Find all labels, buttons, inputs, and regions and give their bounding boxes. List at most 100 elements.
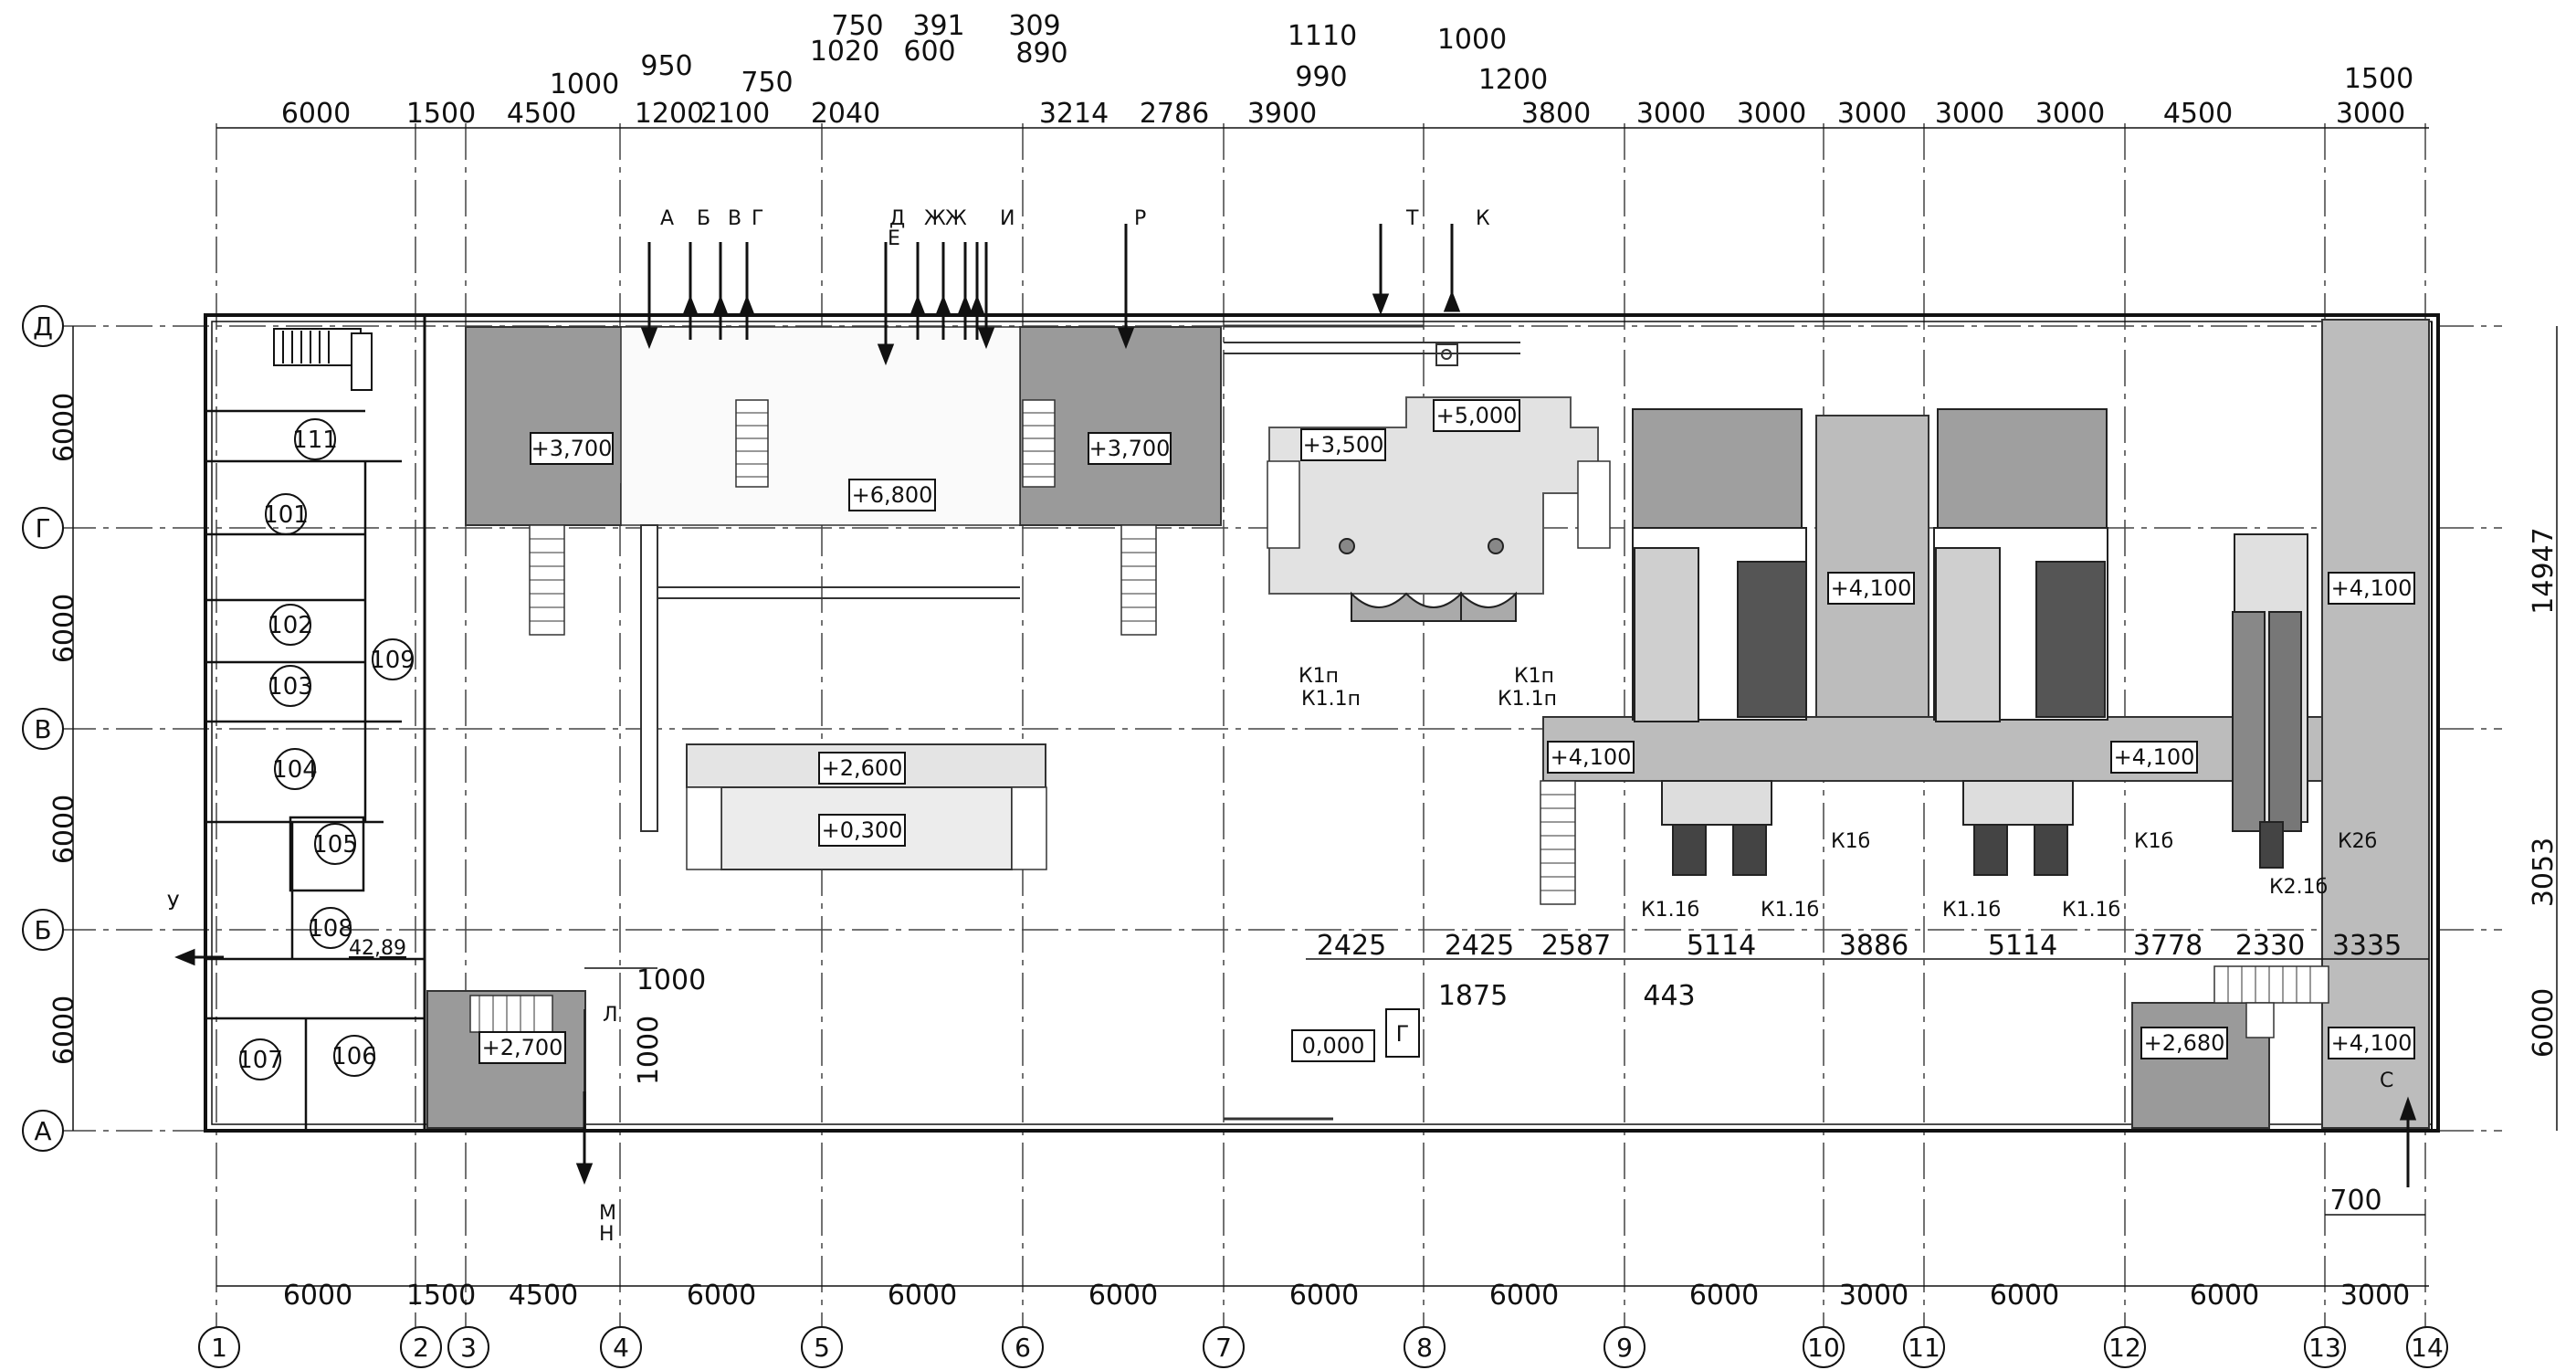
svg-text:12: 12 [2108,1333,2141,1363]
staircase-office [273,328,373,391]
dims-left: 6000 6000 6000 6000 [48,393,80,1065]
svg-text:4500: 4500 [509,1280,578,1312]
svg-text:1500: 1500 [406,98,476,130]
level-tag-mezzanine: +6,800 [848,479,936,511]
svg-text:+4,100: +4,100 [2331,575,2413,601]
svg-text:9: 9 [1616,1333,1633,1363]
svg-text:1: 1 [211,1333,227,1363]
level-tag-tank-platform: +3,500 [1300,428,1386,461]
level-tag-floor: 0,000 [1291,1029,1375,1062]
svg-text:Б: Б [34,915,51,945]
svg-text:6000: 6000 [1289,1280,1359,1312]
svg-text:109: 109 [370,647,415,674]
svg-text:1020: 1020 [810,36,879,68]
svg-text:Л: Л [603,1004,618,1027]
axis-bubbles-y [22,305,64,1152]
svg-text:+4,100: +4,100 [1831,575,1912,601]
slab-mezzanine [620,326,1021,526]
machine-1 [1632,408,1807,876]
level-tag-right-bottom-slab: +2,680 [2140,1027,2228,1059]
level-mark-note: Г [1385,1008,1420,1058]
room-markers [239,418,414,1080]
svg-text:А: А [34,1116,51,1146]
svg-text:В: В [34,714,51,744]
svg-text:К1.1б: К1.1б [2062,899,2120,922]
svg-text:Т: Т [1405,207,1419,230]
svg-text:6000: 6000 [283,1280,352,1312]
svg-text:2425: 2425 [1445,930,1514,962]
building-walls [204,313,2440,1133]
svg-text:700: 700 [2329,1185,2381,1217]
svg-text:107: 107 [237,1047,283,1074]
svg-text:108: 108 [308,915,353,943]
svg-text:6000: 6000 [48,996,80,1065]
svg-text:1000: 1000 [633,1016,665,1085]
svg-text:6000: 6000 [687,1280,756,1312]
svg-text:3000: 3000 [2336,98,2405,130]
svg-text:Ж: Ж [924,207,946,230]
svg-text:3335: 3335 [2332,930,2402,962]
svg-text:5114: 5114 [1687,930,1756,962]
tank-pair [1339,538,1517,622]
svg-text:2587: 2587 [1541,930,1611,962]
svg-text:+3,700: +3,700 [1089,436,1171,461]
svg-text:3000: 3000 [1737,98,1806,130]
svg-text:К1.1б: К1.1б [1641,899,1699,922]
dimension-lines [72,127,2558,1287]
svg-text:990: 990 [1295,61,1347,93]
svg-text:4500: 4500 [507,98,576,130]
level-tag-right-col: +4,100 [2328,572,2415,605]
svg-text:А: А [660,207,674,230]
svg-text:6000: 6000 [48,795,80,864]
svg-text:4: 4 [613,1333,629,1363]
svg-text:+4,100: +4,100 [2331,1030,2413,1056]
svg-text:950: 950 [640,50,692,82]
svg-text:2: 2 [413,1333,429,1363]
svg-text:С: С [2380,1070,2393,1092]
axis-labels-x: 1 2 3 4 5 6 7 8 9 10 11 12 13 14 [211,1333,2444,1363]
hall-beams [640,324,1520,1121]
svg-text:111: 111 [292,427,338,454]
level-tags: +3,700 +3,700 +6,800 +3,500 +5,000 +4,10… [478,399,2415,1064]
svg-text:391: 391 [912,10,964,42]
slab-right-col [2321,319,2430,1129]
svg-text:6000: 6000 [1689,1280,1759,1312]
svg-text:6: 6 [1015,1333,1031,1363]
svg-text:6000: 6000 [48,594,80,663]
svg-text:105: 105 [312,831,358,859]
svg-text:Г: Г [752,207,763,230]
level-tag-gangway-left: +4,100 [1547,741,1635,774]
machine-3 [2232,533,2308,869]
level-tag-left-bottom: +2,700 [478,1031,566,1064]
svg-text:К1п: К1п [1514,665,1554,688]
svg-text:14947: 14947 [2528,527,2560,614]
svg-text:1500: 1500 [2344,63,2413,95]
svg-text:104: 104 [272,756,318,784]
svg-text:750: 750 [741,67,793,99]
svg-text:6000: 6000 [1088,1280,1158,1312]
svg-text:К1.1п: К1.1п [1301,688,1361,711]
svg-text:106: 106 [331,1043,377,1070]
svg-text:К1б: К1б [2134,830,2173,853]
svg-text:6000: 6000 [2528,988,2560,1058]
svg-text:3886: 3886 [1839,930,1908,962]
svg-text:В: В [728,207,741,230]
svg-text:+2,700: +2,700 [482,1035,563,1060]
svg-text:Г: Г [35,513,50,543]
svg-text:К2б: К2б [2338,830,2377,853]
svg-text:11: 11 [1908,1333,1940,1363]
svg-text:3000: 3000 [1935,98,2004,130]
svg-text:3000: 3000 [2035,98,2105,130]
svg-text:443: 443 [1643,980,1695,1012]
svg-text:У: У [167,892,180,915]
svg-text:3000: 3000 [1636,98,1706,130]
svg-text:6000: 6000 [2190,1280,2259,1312]
svg-text:Н: Н [599,1223,615,1246]
svg-text:6000: 6000 [281,98,351,130]
svg-text:3: 3 [460,1333,477,1363]
svg-text:2100: 2100 [700,98,770,130]
section-mark-labels: А Б В Г Д Е Ж Ж И Р Т К Л М Н С У [167,207,2393,1246]
svg-text:К: К [1476,207,1490,230]
dims-top: 6000 1500 4500 1200 2100 2040 3214 2786 … [281,98,2405,130]
